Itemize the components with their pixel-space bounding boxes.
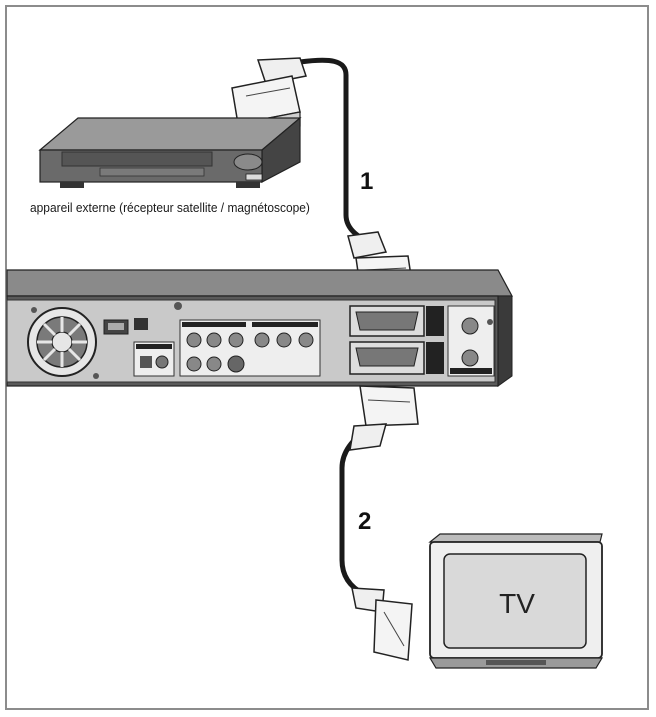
step-label-2: 2 [358,508,372,535]
external-device-caption: appareil externe (récepteur satellite / … [30,200,310,215]
scart-plug-tv [351,587,413,661]
scart-socket-av1 [349,341,425,375]
tv-label: TV [499,588,535,619]
external-device [38,116,302,188]
scart-plug-av1 [349,385,419,451]
step-label-1: 1 [360,168,374,195]
scart-socket-av2 [349,305,425,337]
tv-set [428,533,604,669]
scart-cable-1 [299,57,374,247]
recorder-back-panel [6,269,514,387]
